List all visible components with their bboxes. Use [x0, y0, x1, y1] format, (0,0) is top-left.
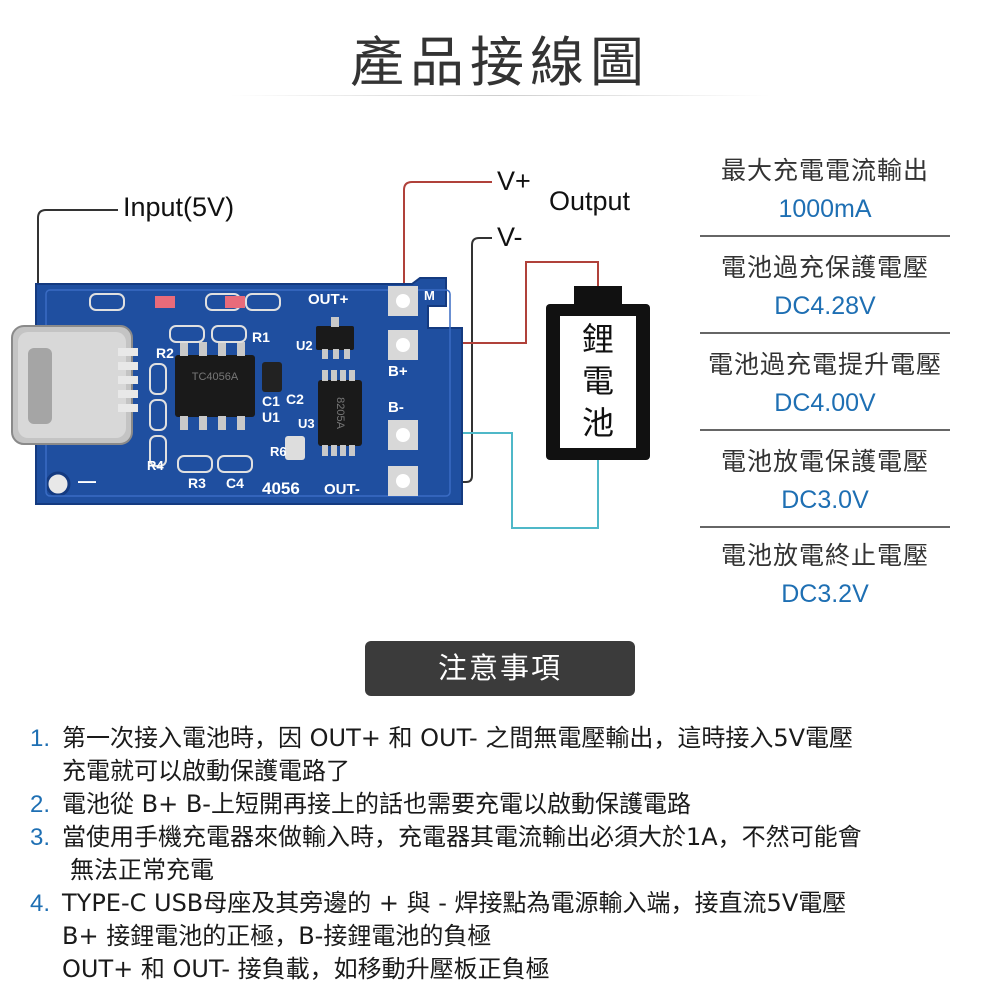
silk-c1: C1 [262, 393, 280, 409]
silk-minus: — [78, 471, 96, 491]
spec-value: 1000mA [778, 195, 872, 223]
spec-divider [700, 332, 950, 334]
spec-label: 電池過充電提升電壓 [707, 350, 942, 379]
battery-char-2: 電 [581, 362, 614, 400]
input-label: Input(5V) [123, 192, 235, 222]
spec-divider [700, 526, 950, 528]
note-text: TYPE-C USB母座及其旁邊的 + 與 - 焊接點為電源輸入端，接直流5V電… [62, 889, 847, 917]
silk-u1: U1 [262, 409, 280, 425]
output-label: Output [549, 186, 631, 216]
note-item: 4. TYPE-C USB母座及其旁邊的 + 與 - 焊接點為電源輸入端，接直流… [30, 887, 990, 920]
silk-u3: U3 [298, 416, 315, 431]
silk-r1: R1 [252, 329, 270, 345]
protection-ic [318, 380, 362, 446]
spec-label: 最大充電電流輸出 [720, 156, 929, 185]
note-text: 當使用手機充電器來做輸入時，充電器其電流輸出必須大於1A，不然可能會 [62, 823, 862, 851]
note-item: 1. 第一次接入電池時，因 OUT+ 和 OUT- 之間無電壓輸出，這時接入5V… [30, 722, 990, 755]
spec-value: DC4.28V [774, 292, 876, 320]
charger-ic [175, 355, 255, 417]
vminus-label: V- [497, 222, 523, 252]
input-wire [37, 209, 118, 360]
resistor-r6 [285, 436, 305, 460]
note-item: 3. 當使用手機充電器來做輸入時，充電器其電流輸出必須大於1A，不然可能會 [30, 821, 990, 854]
battery-label: 鋰 電 池 [560, 318, 636, 444]
protection-ic-label: 8205A [334, 397, 346, 429]
spec-value: DC3.2V [781, 580, 869, 608]
battery-char-3: 池 [581, 404, 614, 442]
silk-model: 4056 [262, 479, 300, 498]
note-text-continued: 無法正常充電 [70, 856, 214, 884]
spec-value: DC3.0V [781, 486, 869, 514]
note-item: 2. 電池從 B+ B-上短開再接上的話也需要充電以啟動保護電路 [30, 788, 990, 821]
out-plus-wire [403, 181, 492, 300]
silk-c4: C4 [226, 475, 244, 491]
spec-divider [700, 429, 950, 431]
vplus-label: V+ [497, 166, 531, 196]
silk-r3: R3 [188, 475, 206, 491]
notes-list: 1. 第一次接入電池時，因 OUT+ 和 OUT- 之間無電壓輸出，這時接入5V… [30, 722, 990, 986]
charger-ic-label: TC4056A [192, 371, 239, 383]
silk-r6: R6 [270, 444, 287, 459]
spec-label: 電池過充保護電壓 [720, 253, 929, 282]
note-text: 電池從 B+ B-上短開再接上的話也需要充電以啟動保護電路 [62, 790, 691, 818]
lithium-battery [546, 286, 650, 460]
spec-discharge-cutoff: 電池放電終止電壓 DC3.2V [700, 536, 950, 609]
spec-divider [700, 235, 950, 237]
note-number: 2. [30, 791, 51, 818]
spec-overcharge-recover: 電池過充電提升電壓 DC4.00V [700, 345, 950, 418]
diagram-canvas: TC4056A 8205A [11, 181, 650, 529]
note-number: 3. [30, 824, 51, 851]
b-plus-wire [416, 261, 599, 344]
note-number: 4. [30, 890, 51, 917]
capacitor-c1 [262, 362, 282, 392]
note-text-continued: B+ 接鋰電池的正極，B-接鋰電池的負極 [62, 922, 492, 950]
page-title: 產品接線圖 [350, 31, 650, 94]
silk-c2: C2 [286, 391, 304, 407]
spec-discharge-protect: 電池放電保護電壓 DC3.0V [700, 442, 950, 515]
notes-heading: 注意事項 [365, 641, 635, 696]
silk-b-minus: B- [388, 399, 404, 416]
silk-u2: U2 [296, 338, 313, 353]
solder-pads [388, 286, 418, 496]
spec-value: DC4.00V [774, 389, 876, 417]
mount-hole-left [45, 471, 71, 497]
led-blue [225, 296, 245, 308]
note-text-continued: OUT+ 和 OUT- 接負載，如移動升壓板正負極 [62, 955, 550, 983]
battery-char-1: 鋰 [581, 320, 614, 358]
note-text-continued: 充電就可以啟動保護電路了 [62, 757, 350, 785]
title-divider [230, 95, 770, 96]
charger-pcb: TC4056A 8205A [11, 277, 463, 505]
out-minus-wire [420, 237, 492, 483]
silk-m: M [424, 288, 435, 303]
silk-out-minus: OUT- [324, 481, 360, 498]
silk-b-plus: B+ [388, 363, 408, 380]
note-text: 第一次接入電池時，因 OUT+ 和 OUT- 之間無電壓輸出，這時接入5V電壓 [62, 724, 854, 752]
b-minus-wire [416, 432, 599, 529]
led-red [155, 296, 175, 308]
spec-label: 電池放電保護電壓 [720, 447, 929, 476]
silk-out-plus: OUT+ [308, 291, 349, 308]
silk-r4: R4 [147, 458, 164, 473]
silk-r2: R2 [156, 345, 174, 361]
note-number: 1. [30, 725, 51, 752]
spec-overcharge-protect: 電池過充保護電壓 DC4.28V [700, 248, 950, 321]
spec-label: 電池放電終止電壓 [720, 541, 929, 570]
spec-max-current: 最大充電電流輸出 1000mA [700, 151, 950, 224]
dw01-ic [316, 326, 354, 350]
